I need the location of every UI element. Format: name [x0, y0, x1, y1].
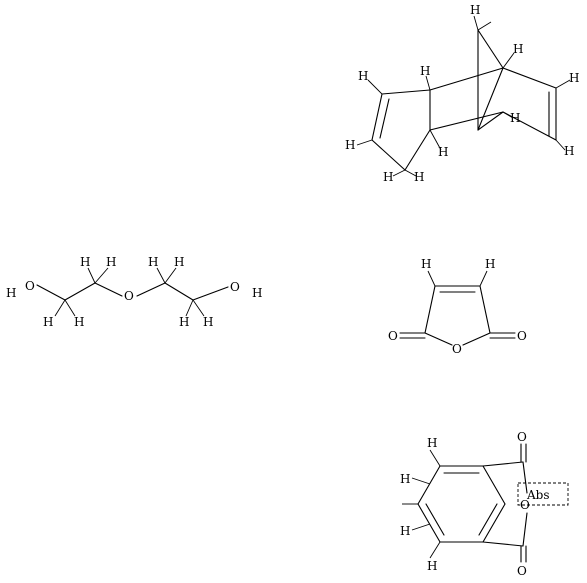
- atom-label: O: [230, 280, 240, 294]
- diethylene-glycol-structure: H O H H H H O H H H H O H: [6, 255, 262, 329]
- atom-label: O: [388, 329, 398, 343]
- maleic-anhydride-structure: H H O O O: [388, 257, 527, 356]
- atom-label: H: [252, 286, 262, 300]
- atom-label: Abs: [526, 488, 550, 502]
- atom-label: O: [517, 329, 527, 343]
- atom-label: H: [6, 286, 16, 300]
- atom-label: H: [427, 436, 437, 450]
- atom-label: H: [80, 255, 90, 269]
- atom-label: H: [470, 3, 480, 17]
- atom-label: H: [358, 69, 368, 83]
- atom-label: H: [414, 170, 424, 184]
- atom-label: H: [74, 315, 84, 329]
- atom-label: H: [203, 315, 213, 329]
- atom-label: O: [124, 289, 134, 303]
- atom-label: H: [400, 524, 410, 538]
- atom-label: H: [148, 255, 158, 269]
- dicyclopentadiene-structure: H H H H H H H H H H H: [345, 3, 579, 184]
- atom-label: H: [438, 145, 448, 159]
- atom-label: H: [510, 111, 520, 125]
- atom-label: H: [383, 170, 393, 184]
- atom-label: H: [400, 472, 410, 486]
- atom-label: H: [569, 71, 579, 85]
- atom-label: H: [43, 315, 53, 329]
- atom-label: H: [179, 315, 189, 329]
- atom-label: H: [485, 257, 495, 271]
- atom-label: H: [427, 559, 437, 573]
- atom-label: H: [420, 64, 430, 78]
- atom-label: H: [421, 257, 431, 271]
- atom-label: H: [345, 138, 355, 152]
- atom-label: O: [517, 564, 527, 578]
- atom-label: O: [517, 430, 527, 444]
- atom-label: O: [25, 279, 35, 293]
- atom-label: H: [513, 42, 523, 56]
- atom-label: O: [520, 498, 530, 512]
- atom-label: O: [452, 342, 462, 356]
- atom-label: H: [174, 255, 184, 269]
- atom-label: H: [106, 255, 116, 269]
- phthalic-anhydride-structure: H H H H O O Abs O: [400, 430, 569, 578]
- atom-label: H: [564, 144, 574, 158]
